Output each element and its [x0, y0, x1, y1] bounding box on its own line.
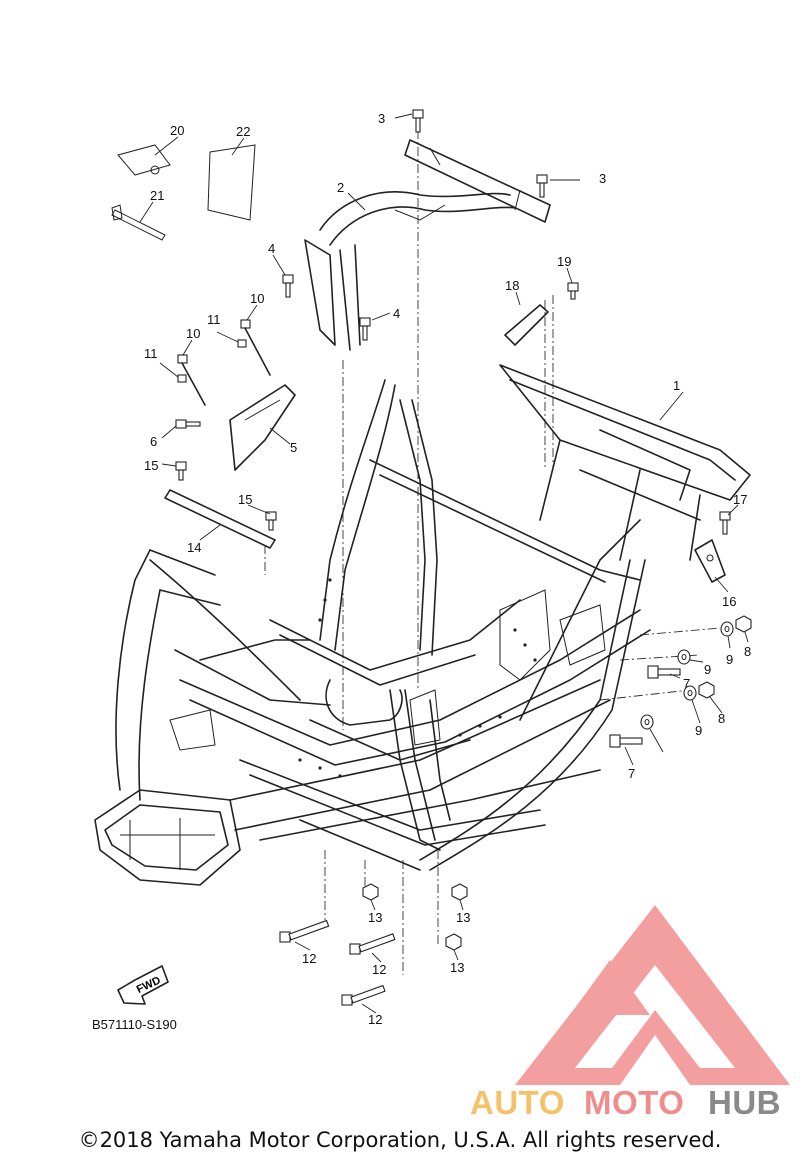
callout-12c: 12 — [368, 1012, 382, 1027]
callout-4b: 4 — [393, 306, 400, 321]
washer-9d-icon — [640, 714, 654, 730]
callout-10a: 10 — [250, 291, 264, 306]
callout-labels: 1 2 3 3 4 4 5 6 7 7 8 8 9 9 9 10 10 11 1… — [144, 111, 751, 1027]
leader-lines — [139, 113, 749, 1014]
callout-5: 5 — [290, 440, 297, 455]
assembly-lines — [264, 130, 721, 975]
callout-11b: 11 — [144, 346, 158, 361]
callout-2: 2 — [337, 180, 344, 195]
bolt-4a-icon — [282, 274, 294, 298]
washer-9b-icon — [677, 649, 691, 665]
watermark-auto: AUTO — [470, 1084, 565, 1121]
drawing-code: B571110-S190 — [92, 1017, 177, 1032]
bolt-11b-icon — [177, 374, 187, 383]
nut-13a-icon — [362, 883, 379, 901]
pin-21 — [111, 204, 166, 241]
washer-9a-icon — [720, 621, 734, 637]
callout-13a: 13 — [368, 910, 382, 925]
callout-9a: 9 — [726, 652, 733, 667]
bolt-12c-icon — [341, 984, 386, 1006]
callout-17: 17 — [733, 492, 747, 507]
callout-13b: 13 — [456, 910, 470, 925]
callout-13c: 13 — [450, 960, 464, 975]
bolt-7a-icon — [647, 665, 681, 679]
callout-9b: 9 — [704, 662, 711, 677]
plate-14 — [164, 489, 276, 549]
label-22 — [207, 144, 256, 221]
bolt-12a-icon — [279, 919, 330, 943]
callout-12b: 12 — [372, 962, 386, 977]
callout-18: 18 — [505, 278, 519, 293]
bolt-3b-icon — [536, 174, 548, 198]
nut-13c-icon — [445, 933, 462, 951]
bracket-5 — [229, 384, 296, 471]
copyright-notice: ©2018 Yamaha Motor Corporation, U.S.A. A… — [78, 1128, 722, 1152]
nut-8a-icon — [735, 615, 752, 633]
callout-4a: 4 — [268, 241, 275, 256]
callout-21: 21 — [150, 188, 164, 203]
top-bracket — [404, 139, 551, 223]
bolt-10a-icon — [240, 319, 271, 376]
callout-16: 16 — [722, 594, 736, 609]
callout-22: 22 — [236, 124, 250, 139]
callout-11a: 11 — [207, 312, 221, 327]
rear-upper-frame — [304, 191, 516, 351]
bolt-15a-icon — [175, 461, 187, 481]
bolt-19-icon — [567, 282, 579, 300]
bolt-15b-icon — [265, 511, 277, 531]
bracket-16 — [694, 539, 726, 583]
callout-15b: 15 — [238, 492, 252, 507]
callout-8b: 8 — [718, 711, 725, 726]
bracket-18 — [504, 304, 549, 346]
bolt-7b-icon — [609, 734, 643, 748]
callout-3a: 3 — [378, 111, 385, 126]
bolt-10b-icon — [177, 354, 206, 406]
callout-6: 6 — [150, 434, 157, 449]
bolt-11a-icon — [237, 339, 247, 348]
automotohub-logo-icon — [515, 905, 790, 1085]
callout-8a: 8 — [744, 644, 751, 659]
bolt-12b-icon — [349, 933, 396, 955]
callout-14: 14 — [187, 540, 201, 555]
watermark-text: AUTO MOTO HUB — [470, 1084, 781, 1121]
bolt-3a-icon — [412, 109, 424, 133]
callout-9c: 9 — [695, 723, 702, 738]
callout-3b: 3 — [599, 171, 606, 186]
tag-20 — [117, 144, 171, 176]
watermark-hub: HUB — [708, 1084, 781, 1121]
washer-9c-icon — [683, 685, 697, 701]
bolt-4b-icon — [359, 317, 371, 341]
fasteners — [175, 109, 752, 1006]
callout-1: 1 — [673, 378, 680, 393]
callout-15a: 15 — [144, 458, 158, 473]
callout-12a: 12 — [302, 951, 316, 966]
watermark-moto: MOTO — [584, 1084, 684, 1121]
callout-10b: 10 — [186, 326, 200, 341]
nut-8b-icon — [698, 681, 715, 699]
callout-7a: 7 — [683, 676, 690, 691]
nut-13b-icon — [451, 883, 468, 901]
main-frame — [94, 364, 751, 886]
bolt-6-icon — [175, 419, 201, 429]
fwd-arrow-icon: FWD — [117, 965, 169, 1005]
callout-19: 19 — [557, 254, 571, 269]
bolt-17-icon — [719, 511, 731, 535]
callout-7b: 7 — [628, 766, 635, 781]
callout-20: 20 — [170, 123, 184, 138]
